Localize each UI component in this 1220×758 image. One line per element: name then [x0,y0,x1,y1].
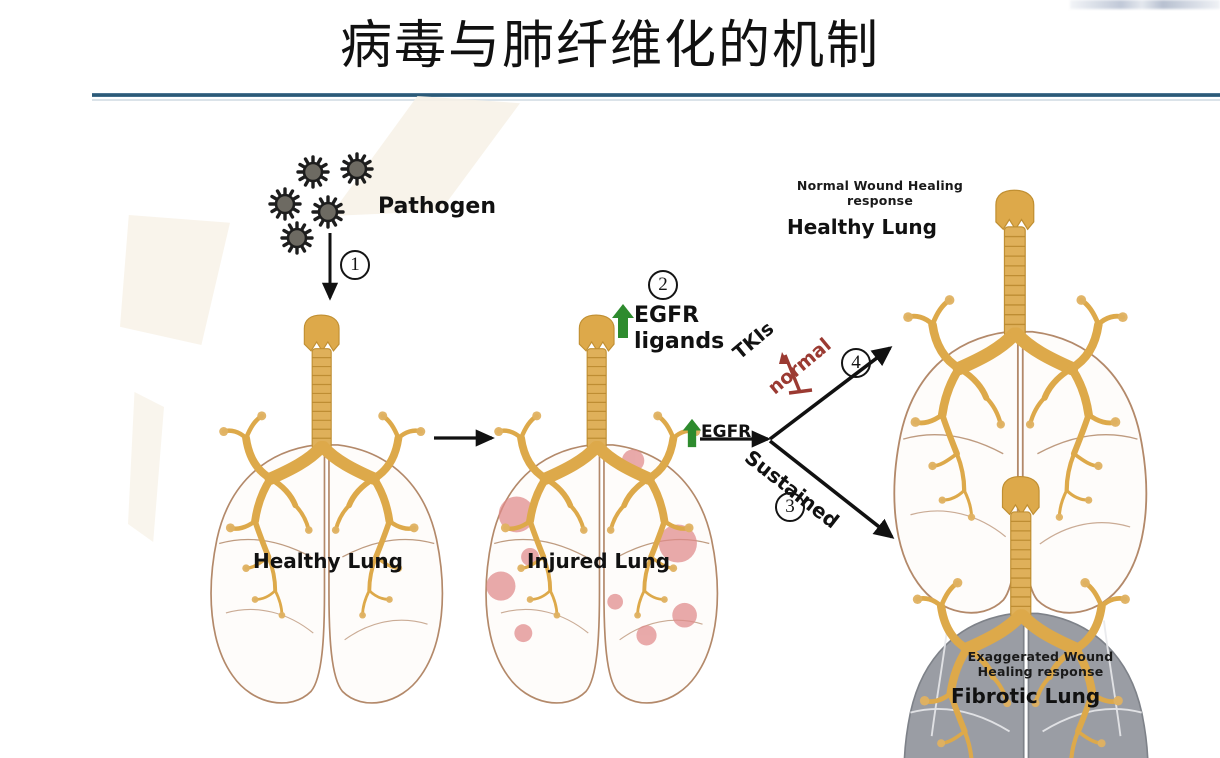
label-egfr-ligands-line1: EGFR [634,303,700,328]
label-pathogen: Pathogen [378,194,497,219]
up-arrow-icon-egfr [682,418,702,453]
caption-healthy-lung-outcome: Healthy Lung [787,215,937,239]
header-divider [92,93,1220,97]
step-marker-4: 4 [841,348,871,378]
diagram-canvas [210,152,1149,758]
step-marker-1: 1 [340,250,370,280]
normal-wound-line2: response [846,193,914,208]
pathogen-cluster [268,152,374,255]
label-egfr: EGFR [701,422,752,442]
label-egfr-ligands-line2: ligands [634,329,725,354]
normal-wound-line1: Normal Wound Healing [796,178,964,193]
caption-fibrotic-lung: Fibrotic Lung [951,684,1101,708]
exaggerated-line2: Healing response [977,664,1104,679]
caption-exaggerated-wound-healing: Exaggerated Wound Healing response [948,649,1133,679]
step-marker-2: 2 [648,270,678,300]
mechanism-diagram: Pathogen EGFR ligands EGFR TKIs normal S… [0,100,1220,758]
arrow-sustained-branch [768,439,895,539]
caption-healthy-lung-left: Healthy Lung [253,549,403,573]
injury-lesions [486,449,697,646]
lung-healthy-left [210,315,444,704]
caption-injured-lung: Injured Lung [527,549,671,573]
slide-header: 病毒与肺纤维化的机制 [0,0,1220,101]
step-marker-3: 3 [775,492,805,522]
tki-inhibition-marker [779,352,813,395]
up-arrow-icon-egfr-ligands [611,303,635,344]
top-right-artifact-strip [1070,0,1220,9]
lung-injured [485,315,719,704]
page-title: 病毒与肺纤维化的机制 [339,16,880,76]
header-divider-shadow [92,99,1220,101]
exaggerated-line1: Exaggerated Wound [967,649,1114,664]
caption-normal-wound-healing: Normal Wound Healing response [790,178,970,208]
label-egfr-ligands: EGFR ligands [634,303,724,355]
